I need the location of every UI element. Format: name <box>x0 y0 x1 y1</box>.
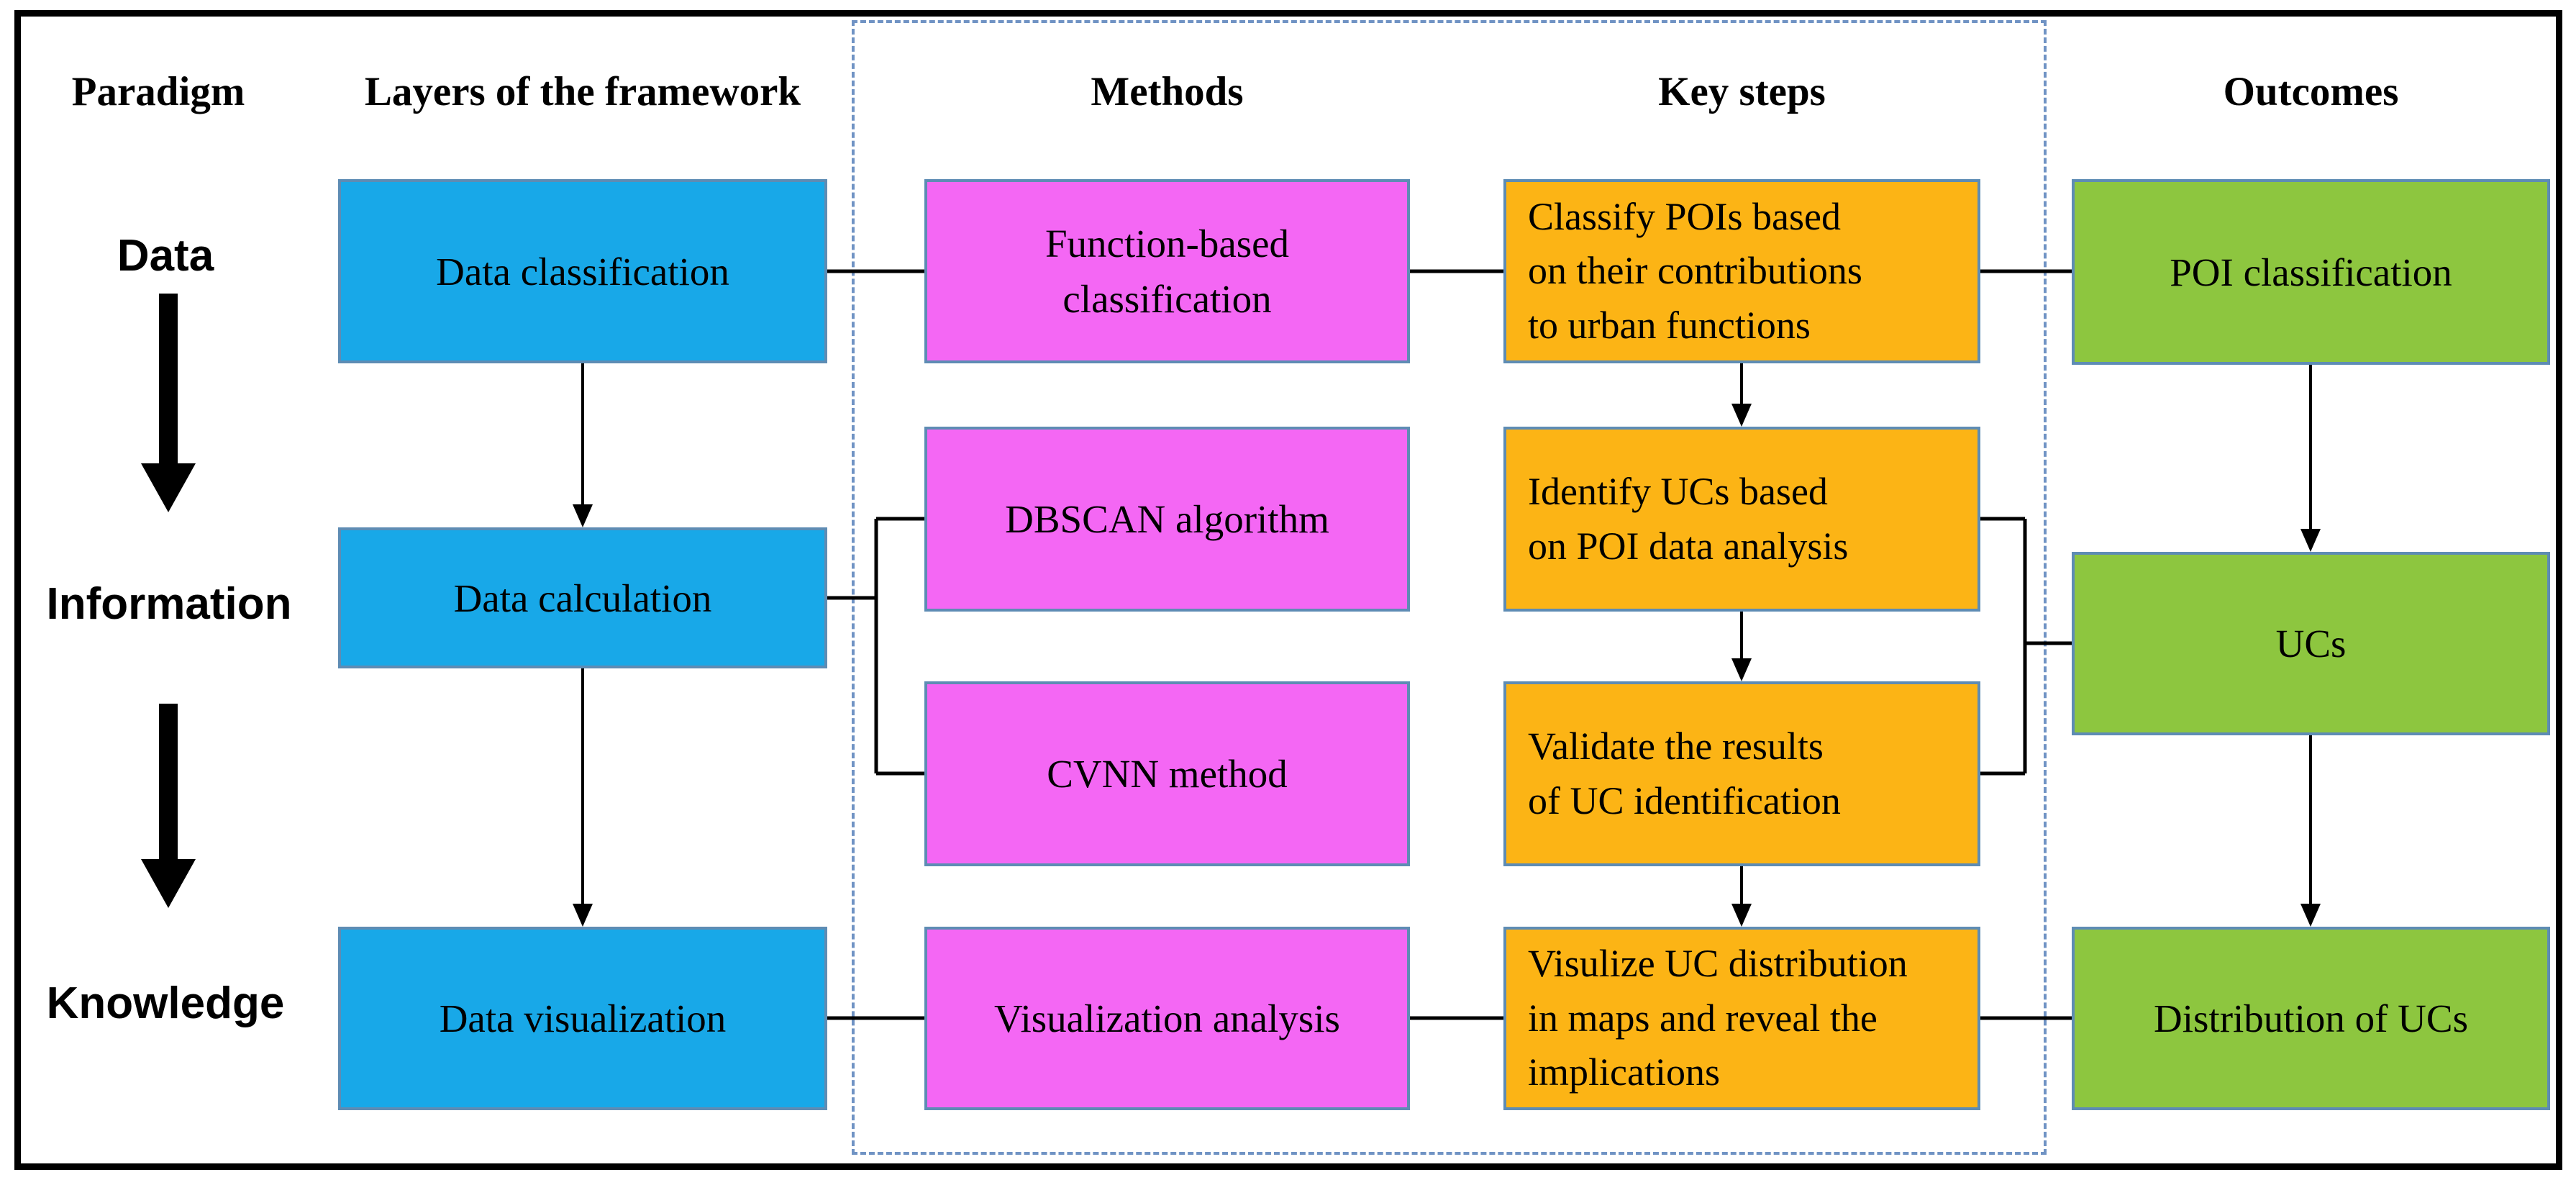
header-key-steps: Key steps <box>1658 69 1826 114</box>
node-data-classification: Data classification <box>338 179 827 363</box>
header-methods: Methods <box>1091 69 1244 114</box>
node-visualize-uc-distribution: Visulize UC distribution in maps and rev… <box>1503 927 1980 1110</box>
paradigm-label-knowledge: Knowledge <box>46 979 285 1028</box>
node-function-based-classification: Function-based classification <box>924 179 1410 363</box>
node-poi-classification: POI classification <box>2072 179 2550 365</box>
node-data-calculation: Data calculation <box>338 527 827 668</box>
header-layers: Layers of the framework <box>364 69 801 114</box>
node-data-visualization: Data visualization <box>338 927 827 1110</box>
node-dbscan-algorithm: DBSCAN algorithm <box>924 427 1410 612</box>
header-paradigm: Paradigm <box>71 69 245 114</box>
methods-keysteps-dashed-region <box>852 20 2047 1155</box>
node-cvnn-method: CVNN method <box>924 681 1410 866</box>
paradigm-label-data: Data <box>117 231 214 281</box>
node-classify-pois: Classify POIs based on their contributio… <box>1503 179 1980 363</box>
node-validate-results: Validate the results of UC identificatio… <box>1503 681 1980 866</box>
node-identify-ucs: Identify UCs based on POI data analysis <box>1503 427 1980 612</box>
outer-frame <box>14 10 2562 1170</box>
header-outcomes: Outcomes <box>2223 69 2399 114</box>
node-visualization-analysis: Visualization analysis <box>924 927 1410 1110</box>
paradigm-label-information: Information <box>46 579 292 629</box>
node-ucs: UCs <box>2072 552 2550 735</box>
node-distribution-of-ucs: Distribution of UCs <box>2072 927 2550 1110</box>
